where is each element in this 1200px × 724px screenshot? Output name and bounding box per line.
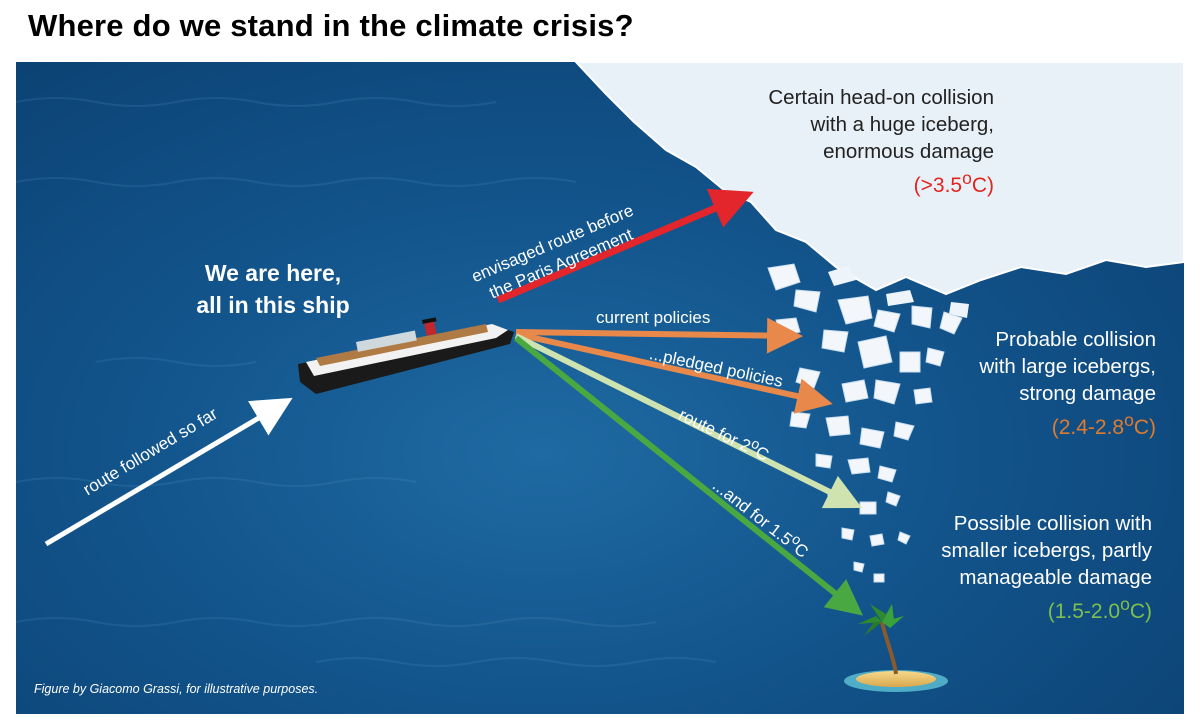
ice-floes bbox=[767, 263, 963, 583]
outcome-huge-iceberg: Certain head-on collision with a huge ic… bbox=[768, 84, 994, 199]
outcome-small-temp-unit: C) bbox=[1129, 600, 1152, 623]
outcome-small-temp: (1.5-2.0oC) bbox=[941, 591, 1152, 625]
ship-label: We are here, all in this ship bbox=[188, 257, 358, 321]
route-1-5c-arrow bbox=[514, 335, 864, 616]
outcome-huge-temp-value: (>3.5 bbox=[913, 174, 963, 197]
outcome-huge-line3: enormous damage bbox=[823, 140, 994, 163]
outcome-large-temp: (2.4-2.8oC) bbox=[979, 407, 1156, 441]
route-so-far-arrow bbox=[44, 397, 293, 547]
outcome-huge-temp: (>3.5oC) bbox=[768, 165, 994, 199]
route-current-text: current policies bbox=[596, 308, 711, 327]
figure-credit: Figure by Giacomo Grassi, for illustrati… bbox=[34, 682, 319, 696]
illustration-canvas bbox=[16, 62, 1184, 692]
outcome-small-line1: Possible collision with bbox=[953, 512, 1152, 535]
route-current-arrow bbox=[515, 317, 803, 354]
outcome-large-line1: Probable collision bbox=[995, 328, 1156, 351]
ice-shelf bbox=[574, 62, 1184, 296]
outcome-small-temp-degree: o bbox=[1120, 594, 1130, 614]
ice-shelf-fragments bbox=[828, 266, 969, 318]
outcome-large-icebergs: Probable collision with large icebergs, … bbox=[979, 326, 1156, 441]
outcome-small-line2: smaller icebergs, partly bbox=[941, 539, 1152, 562]
outcome-large-line3: strong damage bbox=[1019, 382, 1156, 405]
ship-label-line2: all in this ship bbox=[196, 292, 350, 318]
outcome-large-line2: with large icebergs, bbox=[979, 355, 1156, 378]
illustration: We are here, all in this ship route foll… bbox=[16, 62, 1184, 714]
outcome-small-temp-value: (1.5-2.0 bbox=[1047, 600, 1121, 623]
outcome-large-temp-value: (2.4-2.8 bbox=[1051, 416, 1125, 439]
water-texture bbox=[16, 97, 717, 667]
outcome-huge-line2: with a huge iceberg, bbox=[810, 113, 994, 136]
outcome-smaller-icebergs: Possible collision with smaller icebergs… bbox=[941, 510, 1152, 625]
cruise-ship bbox=[298, 317, 514, 394]
outcome-small-line3: manageable damage bbox=[959, 566, 1152, 589]
outcome-huge-temp-unit: C) bbox=[971, 174, 994, 197]
ship-label-line1: We are here, bbox=[204, 260, 342, 286]
outcome-huge-line1: Certain head-on collision bbox=[768, 86, 994, 109]
outcome-huge-temp-degree: o bbox=[962, 168, 972, 188]
route-pledged-arrow bbox=[515, 331, 833, 414]
outcome-large-temp-degree: o bbox=[1124, 410, 1134, 430]
outcome-large-temp-unit: C) bbox=[1133, 416, 1156, 439]
island bbox=[844, 604, 948, 692]
route-pre-paris-arrow bbox=[496, 188, 754, 304]
route-2c-arrow bbox=[514, 333, 863, 509]
route-current-label: current policies bbox=[596, 308, 710, 328]
page-title: Where do we stand in the climate crisis? bbox=[28, 8, 634, 43]
